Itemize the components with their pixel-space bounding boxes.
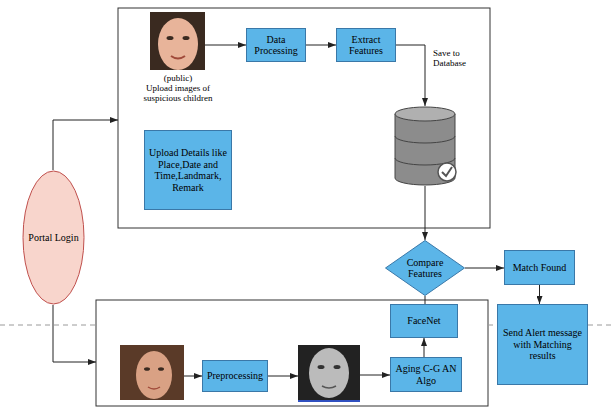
caption-text: Upload images of suspicious children <box>133 83 223 104</box>
query-photo <box>120 345 184 400</box>
flow-arrow <box>465 268 504 269</box>
start-ellipse: Portal Login <box>22 170 85 305</box>
search-panel <box>96 300 488 406</box>
flow-arrow <box>424 338 425 357</box>
upload-panel <box>118 8 490 228</box>
details-box: Upload Details like Place,Date and Time,… <box>144 130 232 210</box>
node-text: Preprocessing <box>207 370 263 382</box>
process-box: Extract Features <box>336 28 396 62</box>
node-text: Extract Features <box>341 34 391 57</box>
process-box: FaceNet <box>390 304 458 338</box>
ellipse-shape <box>23 171 84 304</box>
process-box: Aging C-G AN Algo <box>390 357 462 392</box>
arrow-label: Save to Database <box>433 48 485 69</box>
child-photo <box>150 12 205 70</box>
alert-box: Send Alert message with Matching results <box>497 304 588 385</box>
preprocessed-photo <box>298 345 360 401</box>
node-text: Send Alert message with Matching results <box>502 327 583 362</box>
caption-text: (public) <box>133 73 223 83</box>
diamond-shape <box>386 241 465 296</box>
process-box: Match Found <box>504 250 575 285</box>
node-text: Data Processing <box>251 34 301 57</box>
layout-arrows <box>53 45 425 376</box>
node-text: Aging C-G AN Algo <box>395 363 457 386</box>
node-text: Compare Features <box>398 257 452 280</box>
flow-arrow <box>539 285 540 304</box>
node-text: FaceNet <box>407 315 440 327</box>
process-box: Preprocessing <box>202 360 268 392</box>
decision-diamond: Compare Features <box>385 240 465 296</box>
node-text: Match Found <box>513 262 567 274</box>
node-text: Portal Login <box>28 232 78 244</box>
flow-arrow <box>306 45 336 46</box>
flow-arrow <box>425 296 426 304</box>
process-box: Data Processing <box>246 28 306 62</box>
database-icon <box>395 107 456 185</box>
node-text: Upload Details like Place,Date and Time,… <box>149 147 227 193</box>
